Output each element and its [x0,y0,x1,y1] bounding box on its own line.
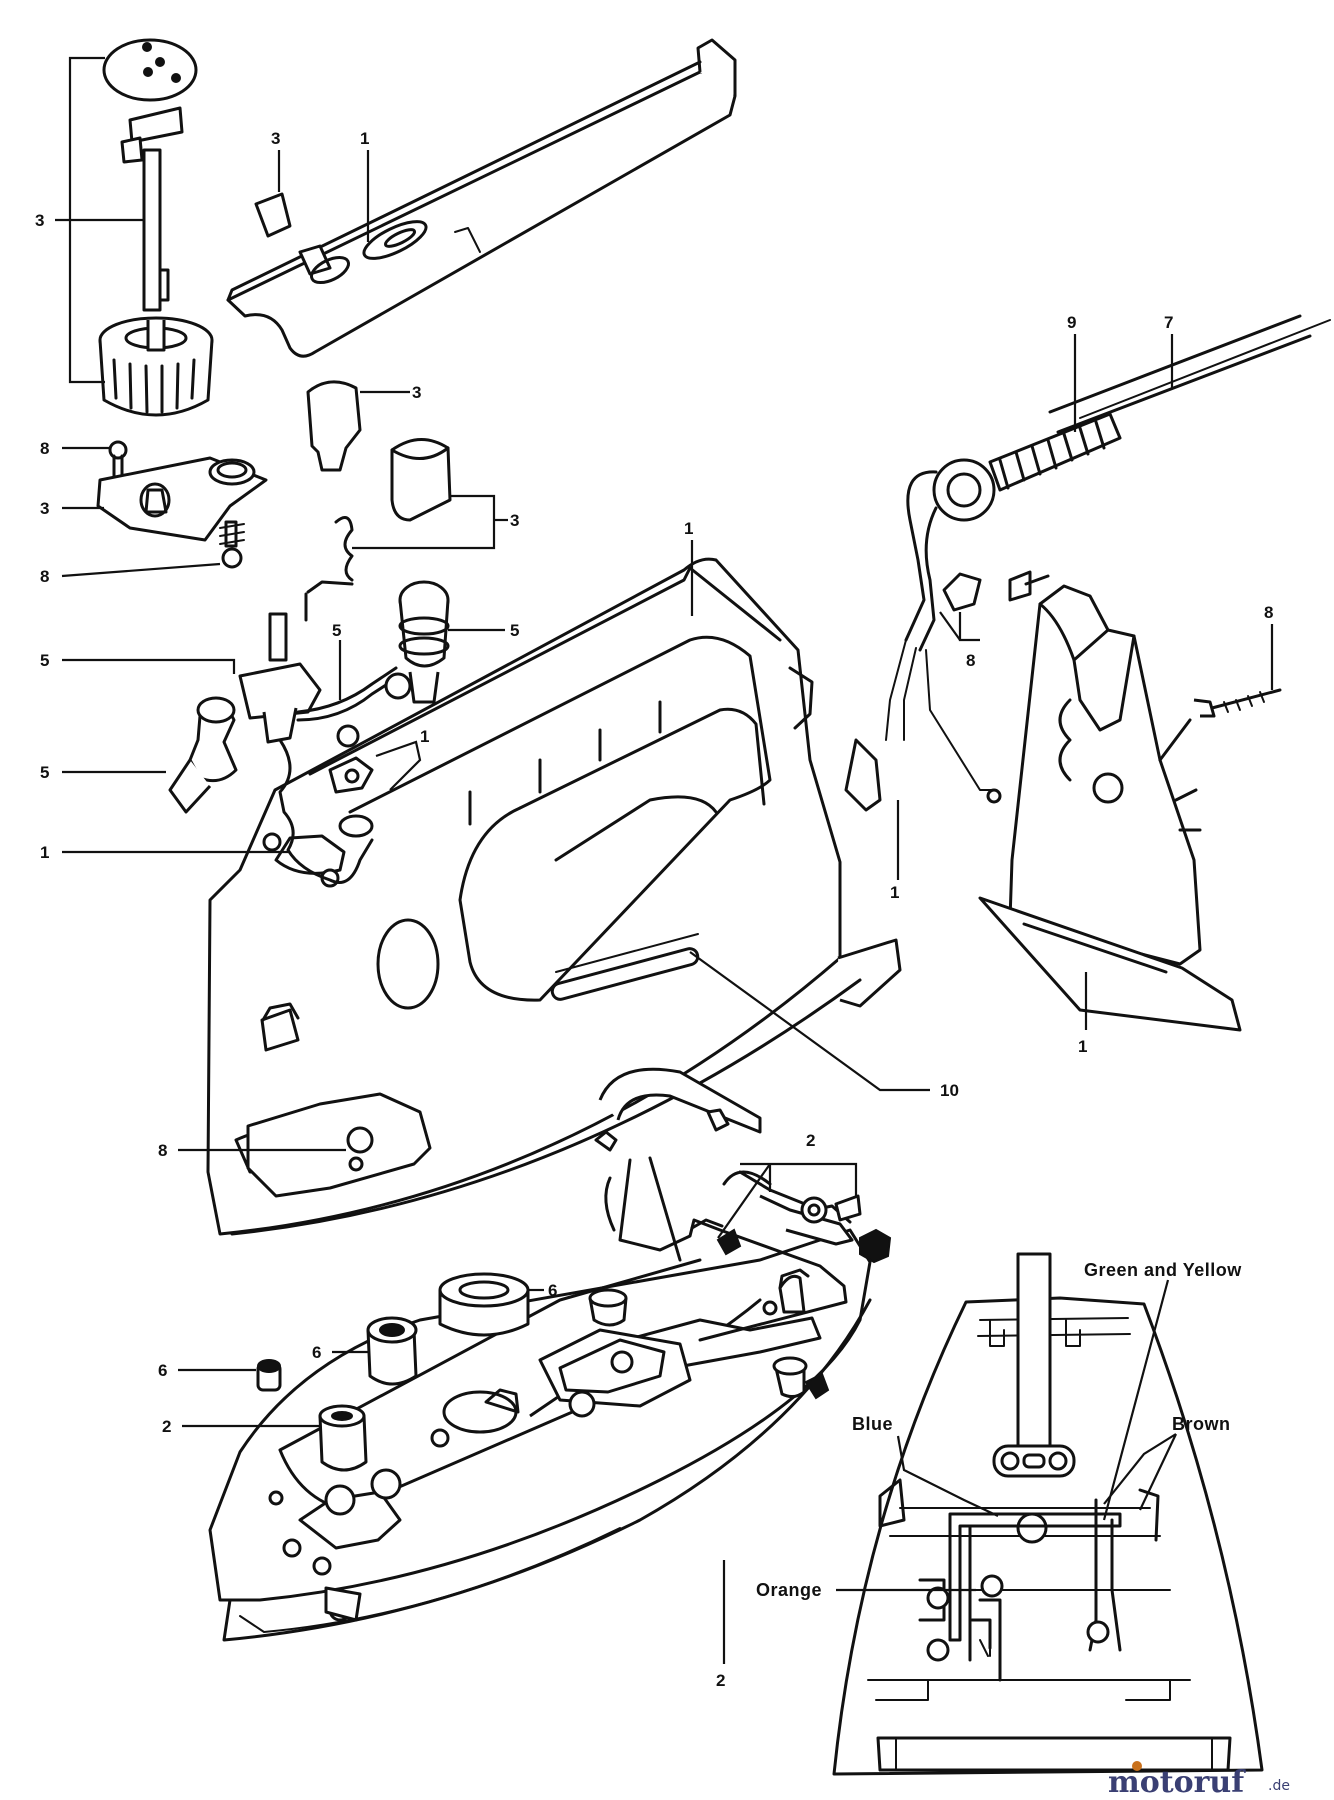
callout-6-large-gasket: 6 [528,1281,557,1300]
iron-housing [206,557,902,1236]
callout-10-window: 10 [689,951,959,1100]
callout-3-knob-bracket: 3 [35,56,145,384]
callout-6-label: 6 [312,1343,321,1362]
callout-5-label: 5 [332,621,341,640]
callout-6-label: 6 [158,1361,167,1380]
callout-5-tube: 5 [332,621,341,700]
callout-3-spray: 3 [360,383,421,402]
callout-5-pump: 5 [448,621,519,640]
callout-1-housing: 1 [684,519,693,616]
callout-5-label: 5 [40,651,49,670]
callout-10-label: 10 [940,1081,959,1100]
steam-valve-assembly [168,580,450,884]
callout-6-small-gasket: 6 [158,1361,256,1380]
callout-8-upper-screw: 8 [40,439,110,458]
callout-1-label: 1 [890,883,899,902]
callout-2-screws: 2 [717,1131,858,1239]
handle-cover [226,38,737,358]
callout-2-soleplate: 2 [716,1560,725,1690]
callout-1-handle-cover: 1 [360,129,369,242]
watermark: motoruf .de [1108,1761,1290,1800]
temperature-knob-assembly [98,38,214,417]
callout-9-label: 9 [1067,313,1076,332]
callout-8-label: 8 [1264,603,1273,622]
brown-wire-label: Brown [1172,1414,1231,1434]
wiring-schematic [832,1252,1264,1776]
callout-2-bushing: 2 [162,1417,320,1436]
callout-3-label: 3 [40,499,49,518]
callout-3-label: 3 [271,129,280,148]
callout-5-nozzle: 5 [40,763,166,782]
callout-9-strain-relief: 9 [1067,313,1076,432]
callout-1-label: 1 [420,727,429,746]
callout-8-cover-screw: 8 [1264,603,1273,690]
callout-6-mid-gasket: 6 [312,1343,368,1362]
callout-1-bracket: 1 [375,727,429,791]
gaskets [256,1194,862,1472]
spray-buttons [304,380,452,622]
wire-label-green-yellow: Green and Yellow [1084,1260,1242,1521]
callout-1-label: 1 [1078,1037,1087,1056]
callout-7-label: 7 [1164,313,1173,332]
callout-1-label: 1 [40,843,49,862]
callout-1-cover: 1 [1078,972,1087,1056]
callout-8-label: 8 [40,439,49,458]
callout-3-plate: 3 [40,499,104,518]
callout-5-label: 5 [40,763,49,782]
callout-5-valve: 5 [40,651,236,674]
callout-8-label: 8 [40,567,49,586]
watermark-dot-icon [1132,1761,1142,1771]
orange-wire-label: Orange [756,1580,822,1600]
rear-plate [246,1092,432,1198]
callout-3-label: 3 [412,383,421,402]
thermostat-and-heater-contacts [298,1067,892,1622]
callout-3-label: 3 [35,211,44,230]
callout-5-label: 5 [510,621,519,640]
callout-3-label: 3 [510,511,519,530]
callout-6-label: 6 [548,1281,557,1300]
wire-label-orange: Orange [756,1580,976,1600]
callout-1-label: 1 [684,519,693,538]
watermark-brand: motoruf [1108,1765,1246,1800]
callout-3-button-bracket: 3 [352,494,519,550]
callout-3-trigger: 3 [254,129,292,238]
callout-1-hose: 1 [40,843,290,862]
soleplate [208,1228,872,1642]
callout-1-cord-clamp: 1 [890,800,899,902]
wire-label-brown: Brown [1103,1414,1231,1511]
blue-wire-label: Blue [852,1414,893,1434]
watermark-domain: .de [1268,1778,1290,1794]
callout-8-label: 8 [158,1141,167,1160]
rear-cover [978,584,1282,1032]
callout-8-lower-screw: 8 [40,562,221,586]
callout-8-cord-screw: 8 [939,611,980,670]
green-yellow-wire-label: Green and Yellow [1084,1260,1242,1280]
callout-1-label: 1 [360,129,369,148]
callout-7-cord: 7 [1164,313,1173,388]
callout-2-label: 2 [716,1671,725,1690]
switch-plate-assembly [96,440,268,569]
callout-2-label: 2 [162,1417,171,1436]
callout-8-rear: 8 [158,1141,346,1160]
wire-label-blue: Blue [852,1414,999,1517]
power-cord [844,314,1331,812]
callout-8-label: 8 [966,651,975,670]
callout-2-label: 2 [806,1131,815,1150]
